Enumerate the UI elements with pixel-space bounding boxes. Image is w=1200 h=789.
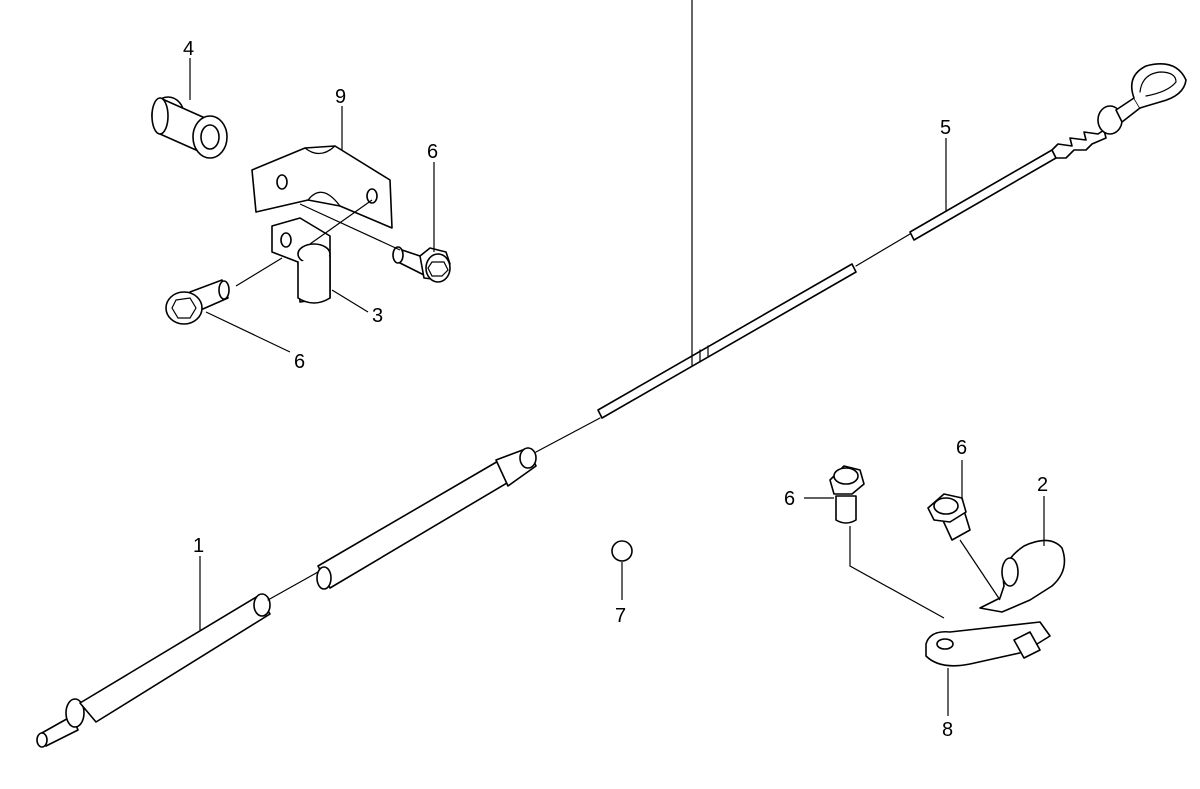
clamp-part-3 xyxy=(271,217,331,304)
callout-2: 2 xyxy=(1037,474,1048,496)
bracket-part-8 xyxy=(925,621,1051,667)
callout-9: 9 xyxy=(335,86,346,108)
ball-part-7 xyxy=(611,540,633,562)
callout-6-lower-middle: 6 xyxy=(784,488,795,510)
callout-5: 5 xyxy=(940,117,951,139)
bolt-part-6-lower xyxy=(165,279,230,325)
bolt-part-6-lower-right xyxy=(927,493,971,541)
callout-8: 8 xyxy=(942,719,953,741)
callout-4: 4 xyxy=(183,38,194,60)
callout-6-upper-right: 6 xyxy=(427,141,438,163)
callout-1: 1 xyxy=(193,535,204,557)
bushing-part-4 xyxy=(151,96,228,159)
callout-6-lower-right: 6 xyxy=(956,437,967,459)
clip-part-2 xyxy=(979,539,1066,613)
callout-3: 3 xyxy=(372,305,383,327)
bracket-part-9 xyxy=(251,145,393,229)
leader-lines xyxy=(189,58,1045,716)
bolt-part-6-lower-middle xyxy=(829,465,865,524)
bolt-part-6-upper xyxy=(392,246,451,283)
callout-7: 7 xyxy=(615,605,626,627)
cable-part-1 xyxy=(36,417,601,748)
callout-6-upper-left: 6 xyxy=(294,351,305,373)
cable-part-5 xyxy=(597,0,1187,419)
